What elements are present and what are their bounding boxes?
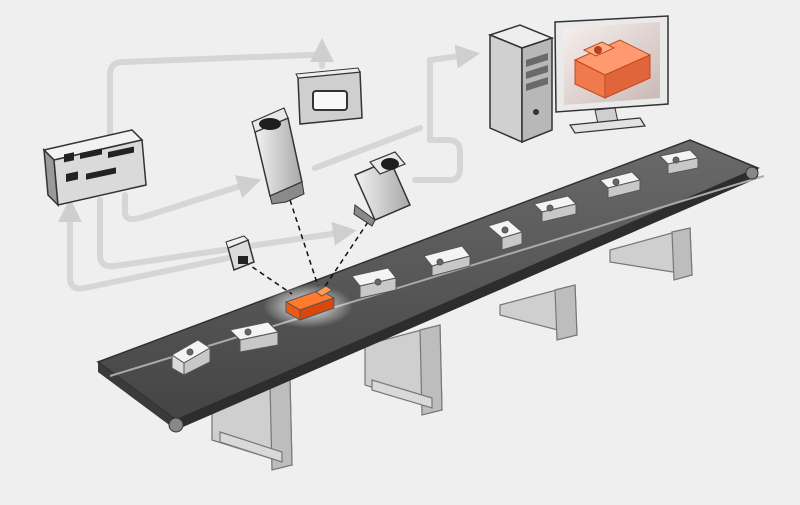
arrow-sensor-to-controller [58, 198, 231, 292]
roller-end [745, 166, 759, 180]
monitor-icon [554, 15, 669, 134]
sensor-eye [238, 256, 248, 264]
camera-lens [259, 118, 281, 130]
rendered-part-3d-view [573, 39, 652, 99]
controller-icon [42, 129, 147, 207]
belt-part [171, 339, 211, 376]
conveyor-leg [609, 227, 693, 281]
controller-port [64, 152, 74, 163]
belt-parts [171, 149, 700, 376]
belt-rail-highlight [109, 175, 765, 377]
display-screen [312, 90, 348, 111]
controller-port [80, 148, 102, 159]
belt-side-rail [176, 168, 758, 430]
belt-part [423, 245, 471, 277]
drive-bay [526, 53, 548, 67]
controller-port [86, 167, 116, 180]
belt-part [658, 149, 700, 175]
display-icon [295, 67, 363, 125]
inspected-part [263, 284, 353, 328]
fov-line-sensor [244, 261, 293, 295]
arrow-controller-to-camera-2 [97, 197, 357, 270]
belt-part [533, 195, 577, 223]
belt-part [599, 171, 641, 199]
controller-port [108, 146, 134, 159]
camera-lens [381, 158, 399, 170]
belt-part [486, 219, 524, 251]
camera-icon [251, 107, 305, 205]
conveyor-leg [499, 284, 578, 341]
conveyor-belt [96, 139, 765, 433]
conveyor-legs [211, 227, 693, 471]
conveyor-leg [364, 324, 443, 416]
arrow-controller-to-camera-1 [122, 175, 262, 223]
arrow-controller-to-display [107, 38, 334, 138]
drive-bay [526, 77, 548, 91]
drive-bay [526, 65, 548, 79]
belt-part [228, 321, 280, 353]
arrow-camera1-to-pc [312, 125, 423, 171]
camera-fields-of-view [244, 199, 369, 295]
belt-front-edge [98, 362, 176, 430]
power-button [533, 109, 539, 115]
monitor-base [568, 117, 647, 134]
fov-line-camera-1 [289, 199, 319, 287]
controller-port [66, 171, 78, 182]
fov-line-camera-2 [323, 221, 369, 289]
roller-end [168, 417, 184, 433]
signal-arrows [58, 38, 480, 292]
sensor-icon [225, 235, 255, 272]
arrow-camera-to-pc [412, 44, 480, 183]
computer-tower-icon [487, 24, 555, 144]
belt-part [351, 267, 397, 299]
camera-icon [353, 151, 411, 227]
